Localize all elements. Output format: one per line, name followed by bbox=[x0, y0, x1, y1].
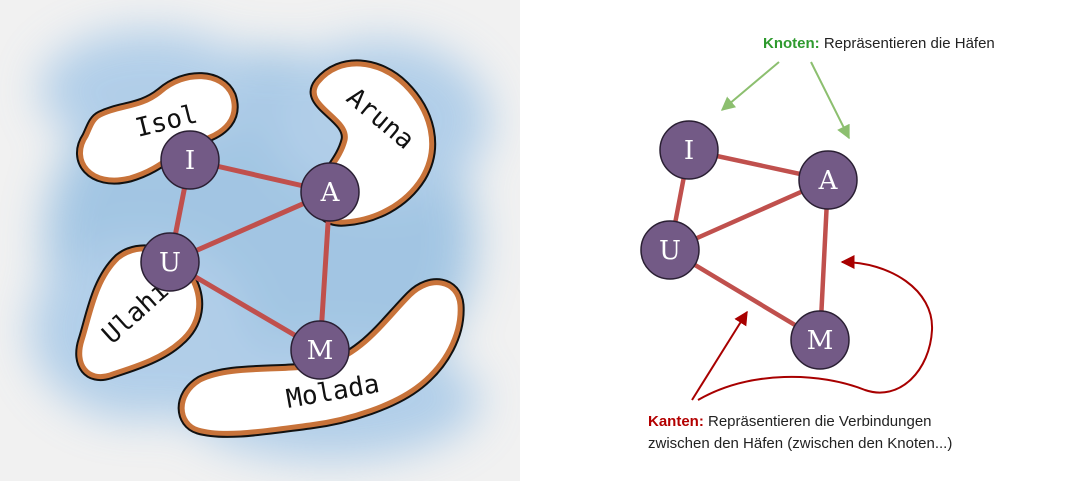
graph-node-a: A bbox=[798, 150, 858, 210]
graph-node-label: U bbox=[659, 236, 681, 266]
graph-node-u: U bbox=[640, 220, 700, 280]
knoten-arrow-to-i bbox=[720, 61, 780, 111]
island-map-canvas: Isol Aruna Ulahi Molada I A bbox=[30, 30, 490, 460]
map-node-label: A bbox=[320, 178, 341, 208]
graph-node-label: I bbox=[684, 136, 694, 166]
island-map: Isol Aruna Ulahi Molada I A bbox=[0, 0, 520, 481]
knoten-description: Repräsentieren die Häfen bbox=[819, 35, 995, 52]
map-node-i: I bbox=[160, 130, 220, 190]
graph-node-label: M bbox=[807, 326, 834, 356]
knoten-arrow-to-a bbox=[810, 61, 850, 140]
kanten-annotation: Kanten: Repräsentieren die Verbindungen z… bbox=[648, 411, 952, 455]
kanten-arrow-curved bbox=[697, 255, 934, 401]
kanten-description-line2: zwischen den Häfen (zwischen den Knoten.… bbox=[648, 435, 953, 452]
graph-node-label: A bbox=[818, 166, 839, 196]
abstract-graph: I A U M Knoten: Repräsentieren die Häfen… bbox=[520, 0, 1091, 481]
map-node-label: I bbox=[185, 146, 195, 176]
kanten-keyword: Kanten: bbox=[648, 413, 704, 430]
map-node-u: U bbox=[140, 232, 200, 292]
island-isol bbox=[76, 72, 239, 185]
graph-node-i: I bbox=[659, 120, 719, 180]
knoten-keyword: Knoten: bbox=[763, 35, 820, 52]
abstract-graph-canvas: I A U M bbox=[640, 61, 934, 401]
map-node-m: M bbox=[290, 320, 350, 380]
map-node-label: M bbox=[307, 336, 334, 366]
knoten-annotation: Knoten: Repräsentieren die Häfen bbox=[763, 33, 995, 55]
graph-node-m: M bbox=[790, 310, 850, 370]
map-node-a: A bbox=[300, 162, 360, 222]
kanten-description-line1: Repräsentieren die Verbindungen bbox=[703, 413, 932, 430]
map-node-label: U bbox=[159, 248, 181, 278]
kanten-arrow-straight bbox=[691, 310, 748, 401]
